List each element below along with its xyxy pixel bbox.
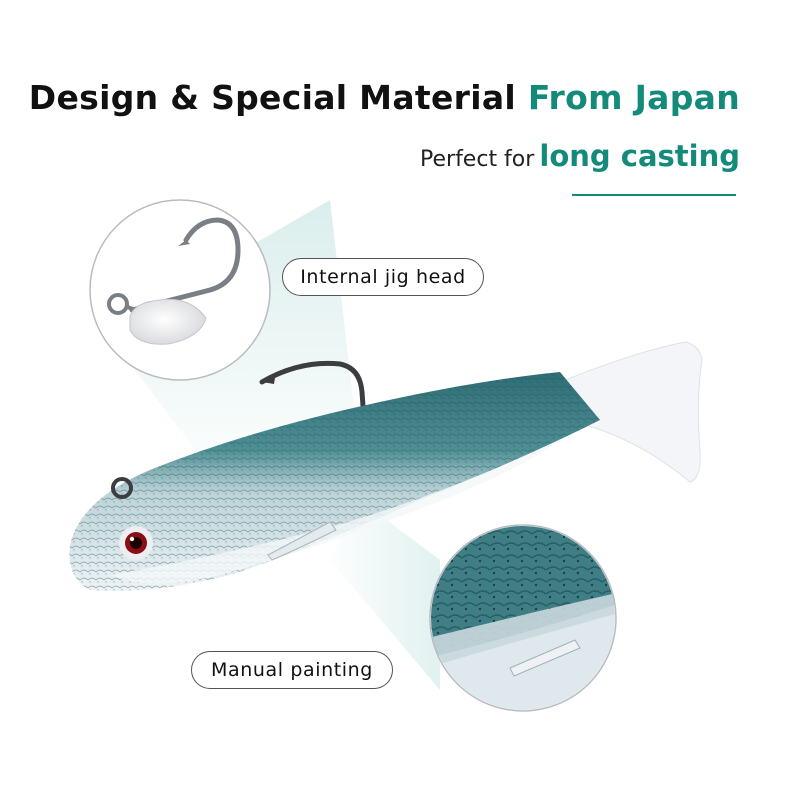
painting-zoom [429, 524, 617, 712]
subline: Perfect for long casting [0, 139, 740, 173]
subline-lead: Perfect for [420, 147, 535, 172]
headline-accent: From Japan [527, 78, 740, 117]
headline: Design & Special Material From Japan [0, 78, 740, 117]
internal-jig-head-label: Internal jig head [282, 258, 484, 296]
subline-accent: long casting [539, 139, 740, 173]
soft-lure [69, 341, 703, 591]
headline-main: Design & Special Material [28, 78, 517, 117]
jig-head-zoom [89, 199, 271, 381]
manual-painting-label: Manual painting [191, 651, 393, 689]
paint-beam [330, 500, 440, 690]
accent-rule [572, 194, 736, 196]
